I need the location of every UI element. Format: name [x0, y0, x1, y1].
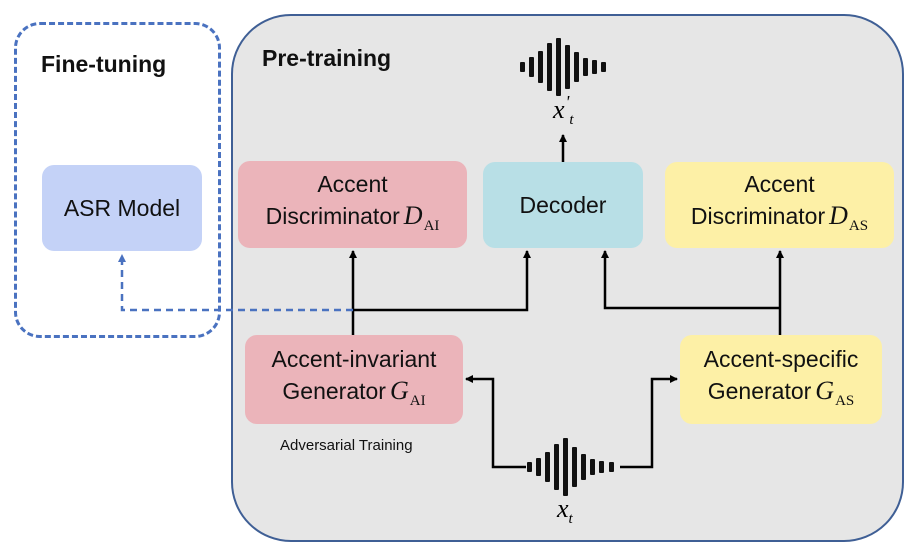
- asr-model-label: ASR Model: [63, 195, 181, 221]
- input-waveform-icon: [527, 438, 614, 496]
- finetuning-label: Fine-tuning: [41, 51, 167, 77]
- discriminator-as-line1: Accent: [744, 171, 815, 197]
- generator-as-line1: Accent-specific: [703, 345, 859, 372]
- discriminator-as-word: Discriminator: [690, 203, 826, 229]
- input-signal-label: xt: [557, 494, 573, 527]
- decoder-box: Decoder: [483, 162, 643, 248]
- discriminator-ai-symbol: DAI: [403, 200, 440, 234]
- generator-ai-line1: Accent-invariant: [271, 345, 437, 372]
- generator-as-word: Generator: [707, 377, 812, 404]
- adversarial-training-caption: Adversarial Training: [280, 437, 413, 454]
- finetuning-panel: [14, 22, 221, 338]
- asr-transfer-connector: [118, 254, 353, 312]
- generator-as-symbol: GAS: [815, 375, 855, 409]
- discriminator-as-symbol: DAS: [829, 201, 869, 234]
- decoder-label: Decoder: [519, 192, 607, 218]
- generator-ai-symbol: GAI: [389, 375, 426, 409]
- generator-as-output-connector: [601, 250, 784, 335]
- input-split-connector: [465, 375, 678, 469]
- pretraining-label: Pre-training: [262, 45, 392, 71]
- asr-model-box: ASR Model: [42, 165, 202, 251]
- discriminator-ai-word: Discriminator: [265, 202, 400, 229]
- discriminator-ai-line1: Accent: [317, 170, 388, 197]
- output-signal-label: x't: [553, 92, 574, 128]
- generator-ai-output-connector: [349, 250, 531, 335]
- generator-ai-word: Generator: [282, 377, 386, 404]
- output-waveform-icon: [520, 38, 606, 96]
